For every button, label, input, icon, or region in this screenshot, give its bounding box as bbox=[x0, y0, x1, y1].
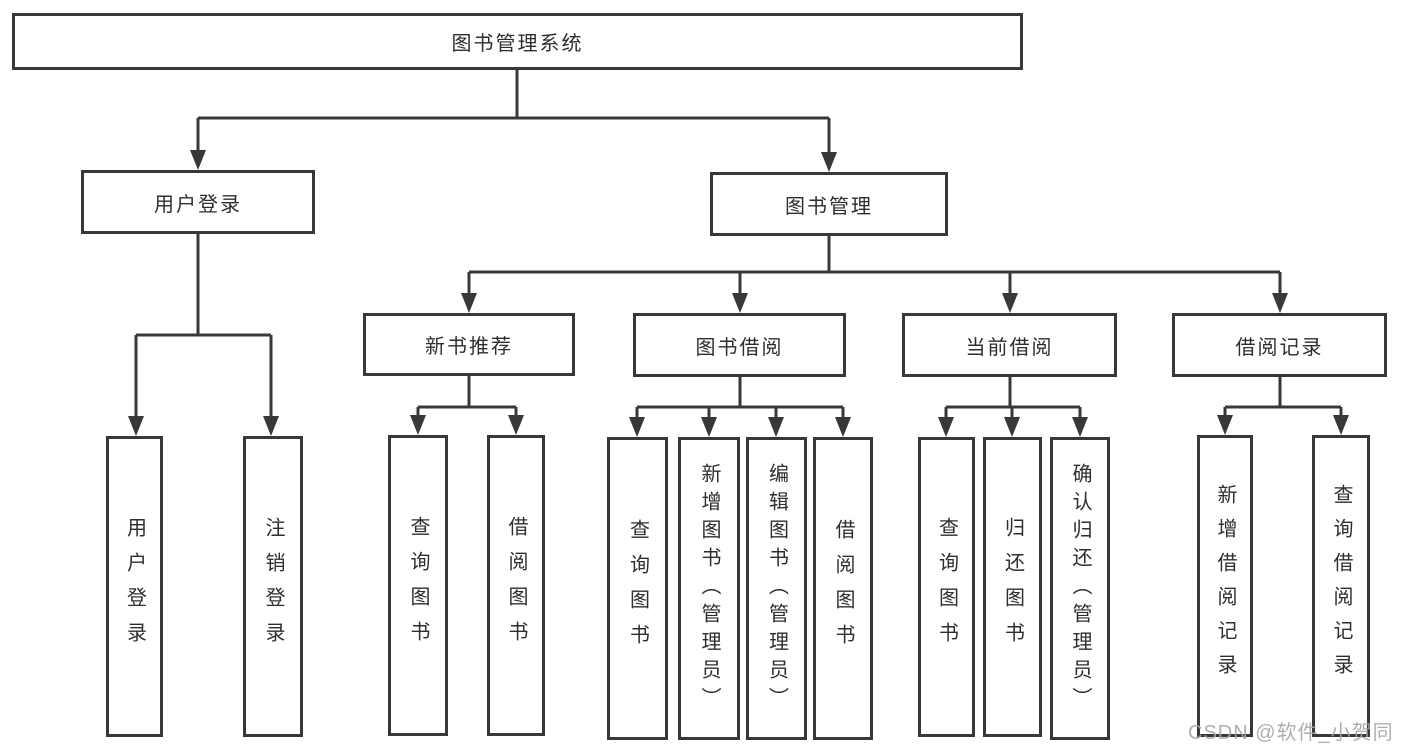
arrow-down-icon bbox=[1217, 415, 1233, 435]
arrow-down-icon bbox=[701, 417, 717, 437]
node-user-login: 用户登录 bbox=[81, 170, 315, 234]
arrow-down-icon bbox=[1072, 417, 1088, 437]
leaf-user-login: 用户登录 bbox=[106, 436, 163, 737]
leaf-query-books-borrowing: 查询图书 bbox=[607, 437, 668, 740]
arrow-down-icon bbox=[1272, 293, 1288, 313]
leaf-borrow-books-borrowing: 借阅图书 bbox=[813, 437, 873, 740]
connector-new-book-rec-to-leaves bbox=[416, 376, 518, 415]
arrow-down-icon bbox=[1004, 417, 1020, 437]
arrow-down-icon bbox=[1002, 293, 1018, 313]
leaf-query-books-new-rec: 查询图书 bbox=[388, 435, 448, 736]
connector-book-management-to-level3 bbox=[467, 236, 1282, 293]
arrow-down-icon bbox=[938, 417, 954, 437]
connector-user-login-to-leaves bbox=[134, 234, 273, 416]
arrow-down-icon bbox=[128, 416, 144, 436]
leaf-confirm-return-admin: 确认归还（管理员） bbox=[1050, 437, 1110, 740]
leaf-add-books-admin: 新增图书（管理员） bbox=[678, 437, 740, 740]
node-new-book-recommendation: 新书推荐 bbox=[363, 313, 575, 376]
node-borrowing-records: 借阅记录 bbox=[1172, 313, 1387, 377]
arrow-down-icon bbox=[768, 417, 784, 437]
arrow-down-icon bbox=[732, 293, 748, 313]
leaf-borrow-books-new-rec: 借阅图书 bbox=[487, 435, 545, 736]
csdn-watermark: CSDN @软件_小贺同学 bbox=[1188, 722, 1394, 744]
node-current-borrowing: 当前借阅 bbox=[902, 313, 1117, 377]
arrow-down-icon bbox=[629, 417, 645, 437]
leaf-query-books-current: 查询图书 bbox=[918, 437, 975, 737]
node-book-management: 图书管理 bbox=[710, 172, 948, 236]
connector-borrowing-records-to-leaves bbox=[1223, 377, 1343, 415]
connector-current-borrowing-to-leaves bbox=[944, 377, 1082, 417]
arrow-down-icon bbox=[1333, 415, 1349, 435]
node-root-system: 图书管理系统 bbox=[12, 13, 1023, 70]
node-book-borrowing: 图书借阅 bbox=[633, 313, 846, 377]
connector-root-to-level2 bbox=[196, 69, 831, 152]
arrow-down-icon bbox=[835, 417, 851, 437]
arrow-down-icon bbox=[190, 150, 206, 170]
arrow-down-icon bbox=[821, 152, 837, 172]
arrow-down-icon bbox=[461, 293, 477, 313]
arrow-down-icon bbox=[263, 416, 279, 436]
connector-book-borrowing-to-leaves bbox=[635, 377, 845, 417]
leaf-logout-login: 注销登录 bbox=[243, 436, 303, 737]
leaf-add-borrowing-record: 新增借阅记录 bbox=[1197, 435, 1253, 737]
arrow-down-icon bbox=[508, 415, 524, 435]
arrow-down-icon bbox=[410, 415, 426, 435]
leaf-edit-books-admin: 编辑图书（管理员） bbox=[746, 437, 807, 740]
leaf-query-borrowing-record: 查询借阅记录 bbox=[1312, 435, 1370, 737]
leaf-return-books: 归还图书 bbox=[983, 437, 1042, 737]
